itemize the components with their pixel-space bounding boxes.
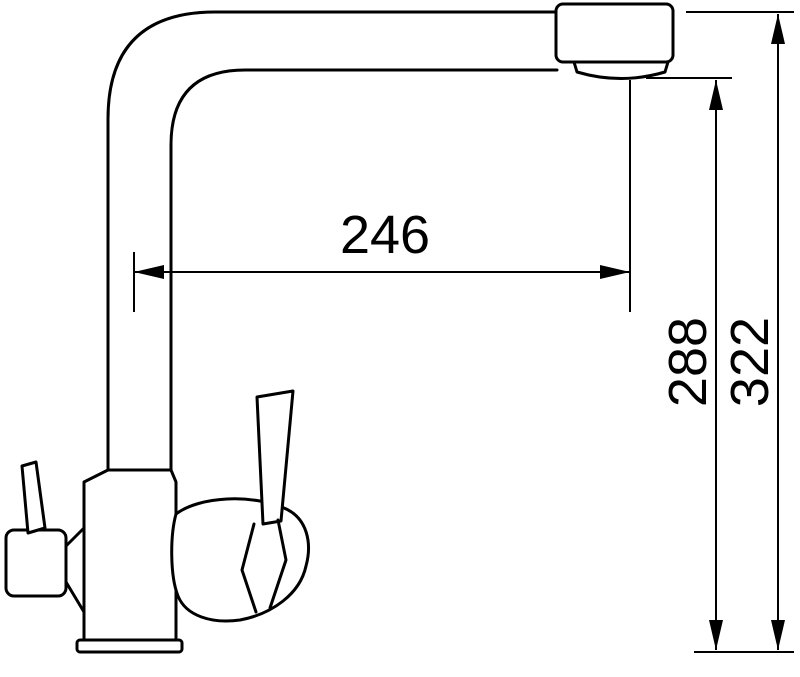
dimension-spout-reach: 246 xyxy=(133,80,631,312)
spout-pipe-inner-edge xyxy=(169,68,559,472)
arrowhead-down-icon xyxy=(709,620,723,650)
spout-aerator-collar xyxy=(572,60,670,80)
arrowhead-down-icon xyxy=(771,620,785,650)
left-valve-handle xyxy=(20,460,47,535)
lever-joint-detail-right xyxy=(268,518,288,610)
spout-head xyxy=(554,2,675,64)
body-left-edge xyxy=(82,468,110,642)
left-valve-connector-bottom xyxy=(64,580,86,614)
arrowhead-up-icon xyxy=(709,80,723,110)
left-valve-body xyxy=(4,528,68,598)
dimension-overall-height: 322 xyxy=(686,11,794,653)
dimension-spout-height: 288 xyxy=(646,77,732,650)
mixer-lever-handle xyxy=(255,389,295,526)
left-valve-connector-top xyxy=(64,526,86,548)
spout-pipe-outer-edge xyxy=(106,10,559,472)
dimension-label-spout-height: 288 xyxy=(658,317,718,407)
faucet-outline xyxy=(4,2,675,654)
lever-joint-detail-left xyxy=(240,522,258,614)
base-ring xyxy=(75,638,184,654)
arrowhead-left-icon xyxy=(134,265,164,279)
dimension-label-overall-height: 322 xyxy=(720,317,780,407)
dimension-label-spout-reach: 246 xyxy=(340,205,430,265)
arrowhead-up-icon xyxy=(771,14,785,44)
mixer-cartridge-housing xyxy=(170,497,310,623)
arrowhead-right-icon xyxy=(600,265,630,279)
